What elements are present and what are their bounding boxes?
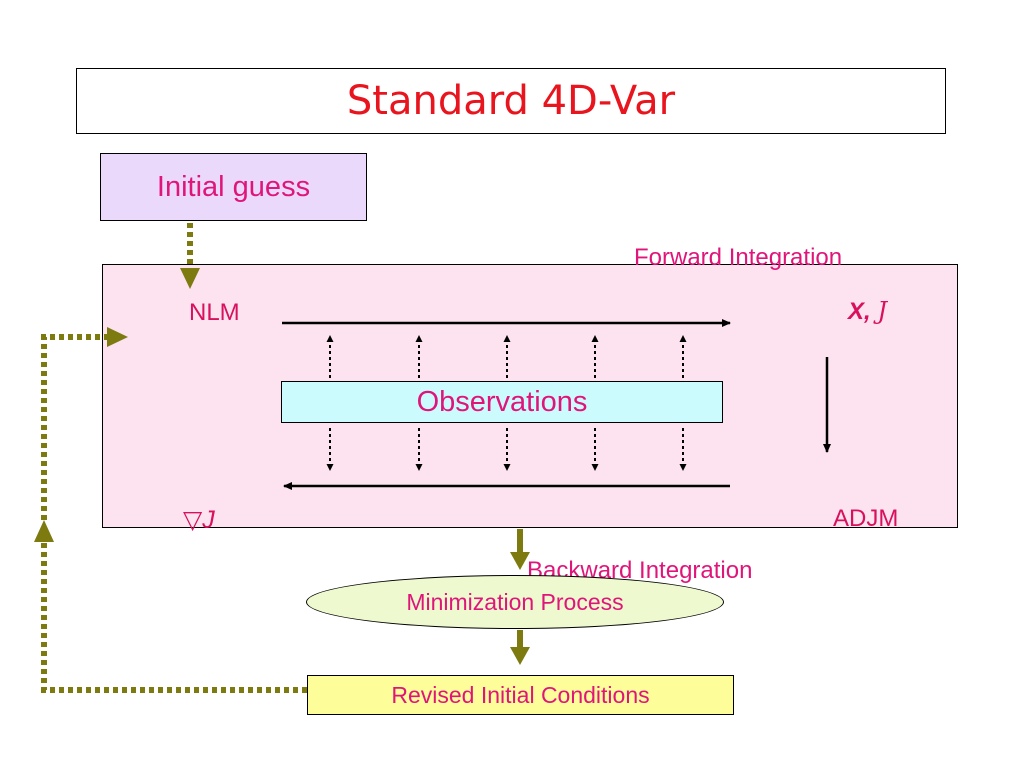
observations-box: Observations xyxy=(281,381,723,423)
cost-j-label: J xyxy=(877,297,887,325)
state-x-label: X, xyxy=(848,298,871,325)
feedback-loop-line xyxy=(41,540,307,693)
model-to-min-arrowhead xyxy=(510,552,530,570)
initial-guess-label: Initial guess xyxy=(156,170,311,203)
initial-guess-box: Initial guess xyxy=(100,153,367,221)
diagram-title: Standard 4D-Var xyxy=(346,78,676,124)
minimization-ellipse: Minimization Process xyxy=(306,575,724,629)
feedback-right-arrowhead xyxy=(107,327,128,347)
state-cost-label: X, J xyxy=(848,297,887,326)
title-box: Standard 4D-Var xyxy=(76,68,946,134)
minimization-label: Minimization Process xyxy=(406,588,624,615)
forward-integration-label: Forward Integration xyxy=(634,244,843,271)
min-to-revised-arrowhead xyxy=(510,647,530,665)
revised-conditions-label: Revised Initial Conditions xyxy=(391,681,650,708)
feedback-top-line xyxy=(41,334,108,520)
gradient-label: ▽J xyxy=(183,506,215,534)
feedback-up-arrowhead xyxy=(34,520,54,542)
revised-conditions-box: Revised Initial Conditions xyxy=(307,675,734,715)
guess-to-model-arrowhead xyxy=(180,268,200,289)
nlm-label: NLM xyxy=(189,299,240,326)
observations-label: Observations xyxy=(416,385,588,418)
adjm-label: ADJM xyxy=(833,505,899,532)
